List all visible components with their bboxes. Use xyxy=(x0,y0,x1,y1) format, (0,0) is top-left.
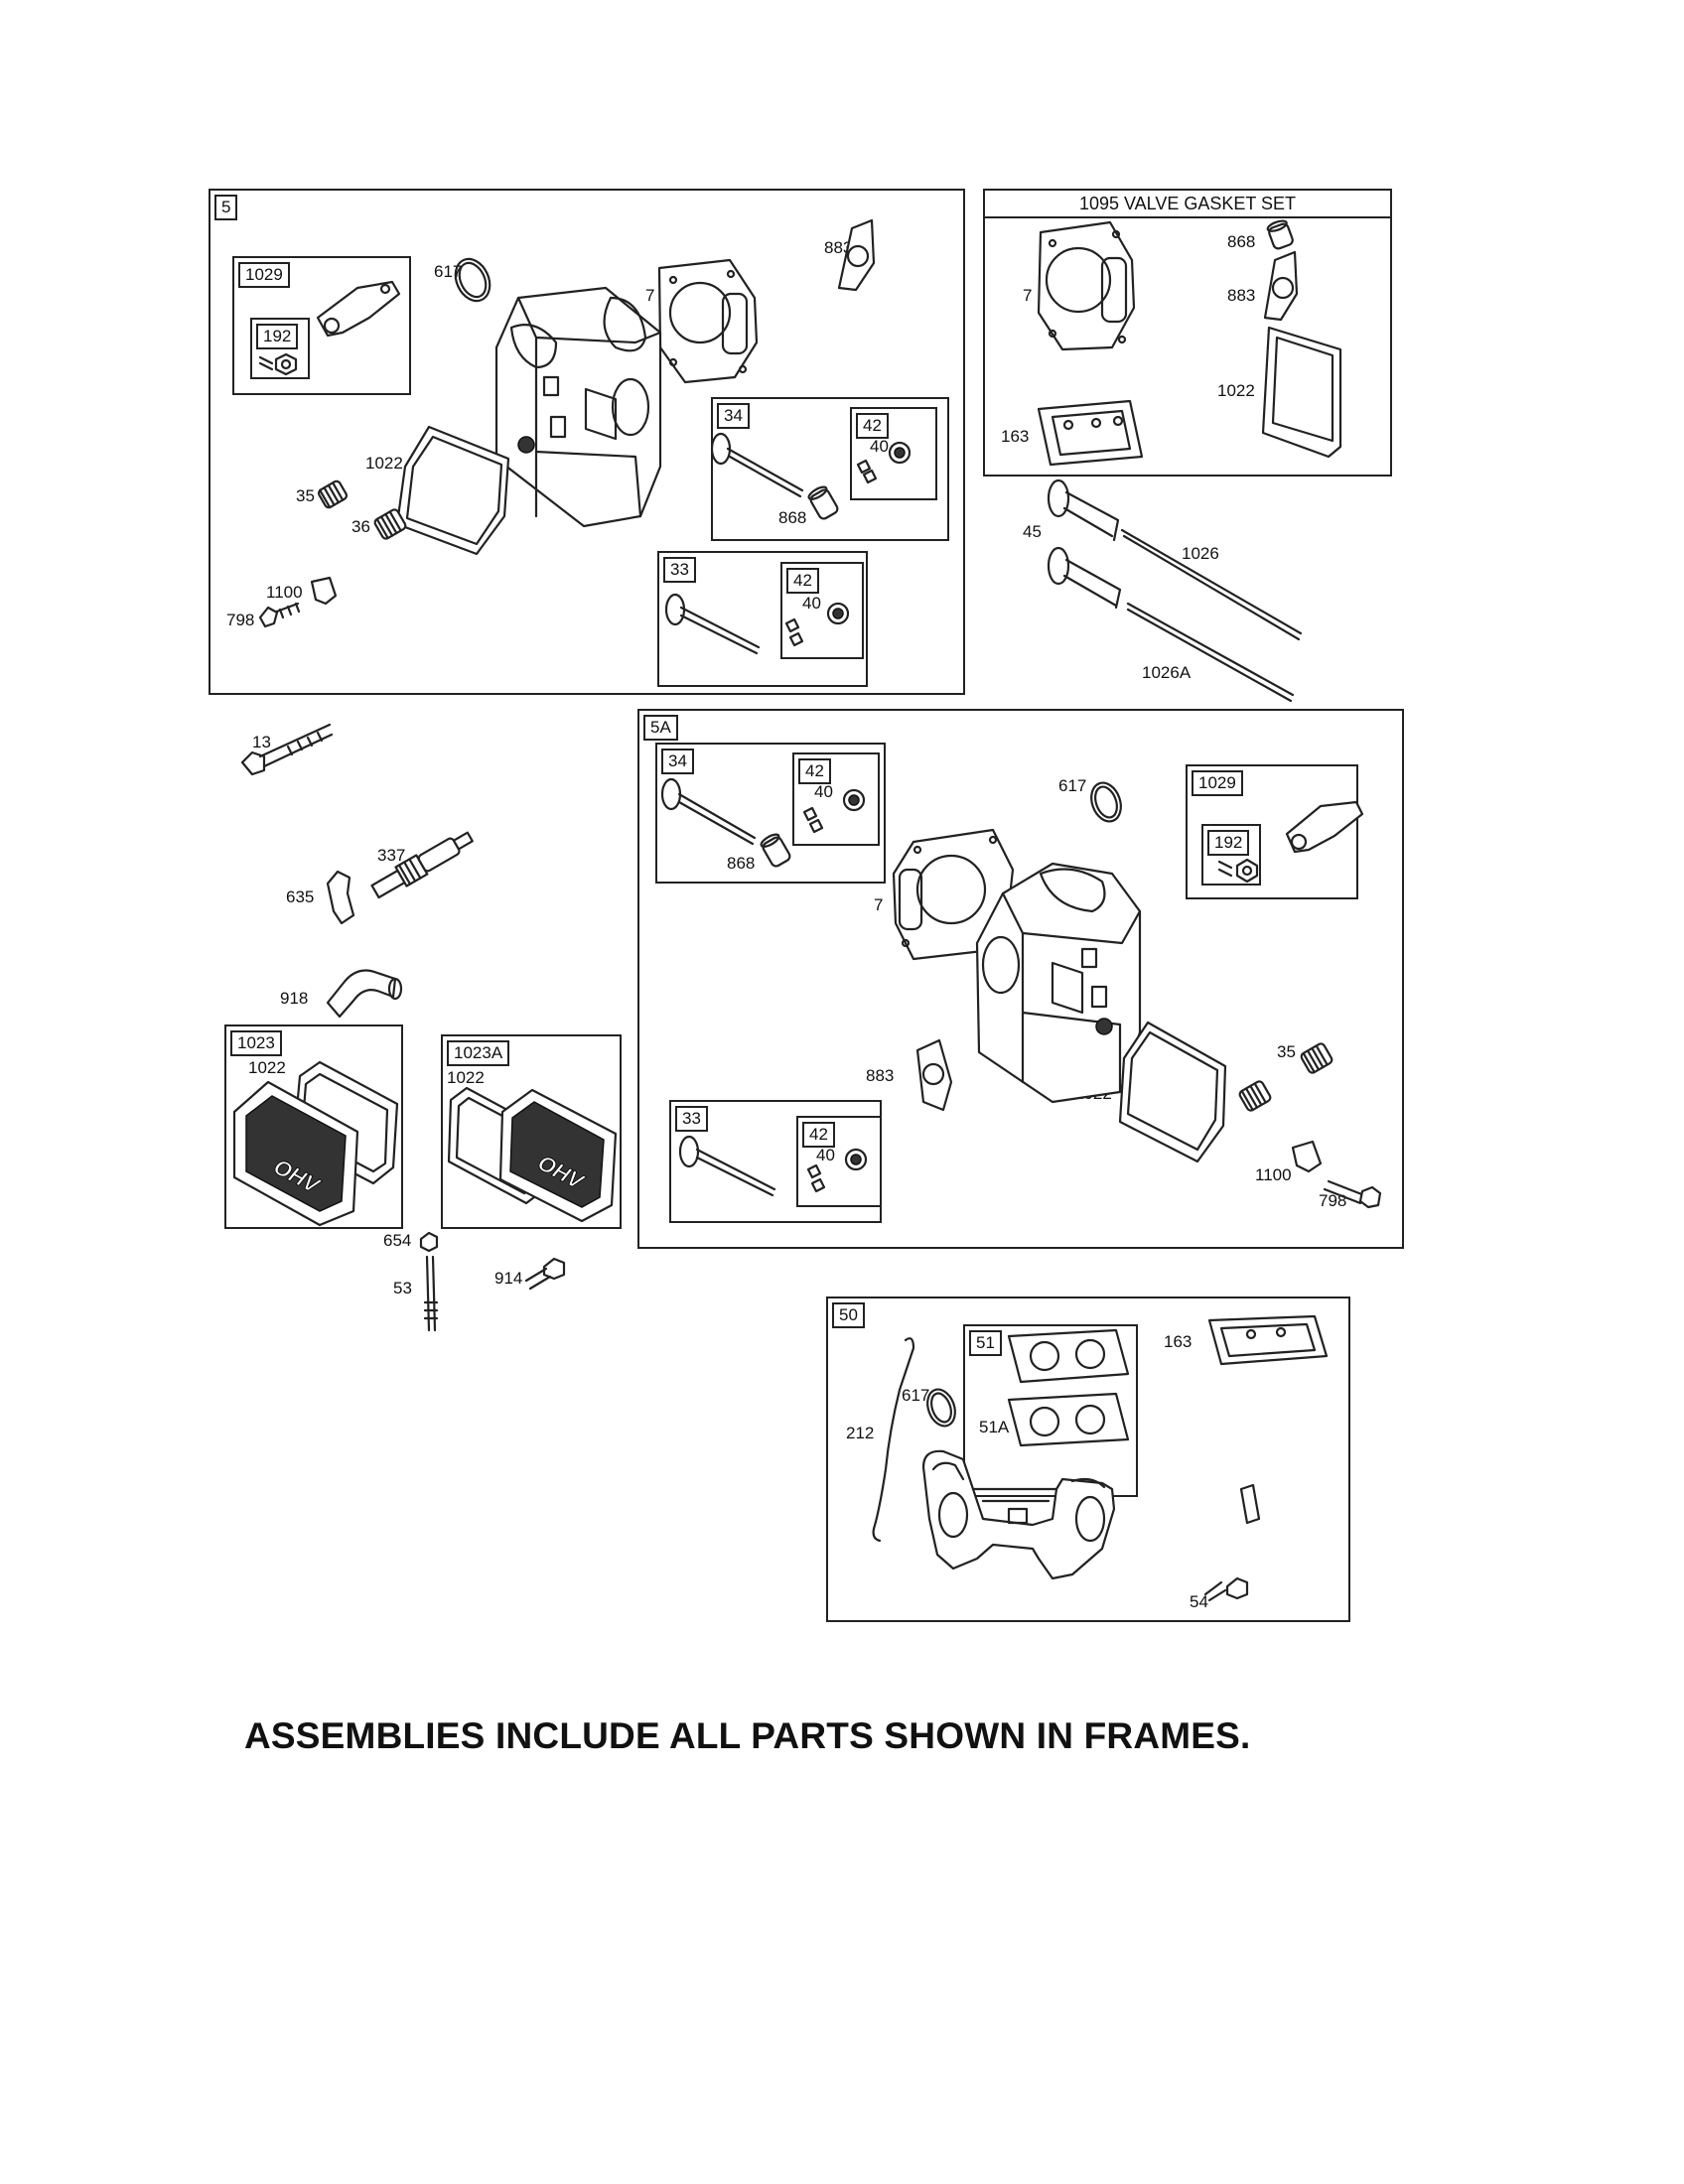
assembly-frame-42: 42 xyxy=(850,407,937,500)
assembly-frame-50: 50 xyxy=(826,1297,1350,1622)
frame-tag: 1023A xyxy=(447,1040,510,1066)
part-label-617: 617 xyxy=(902,1386,930,1405)
frame-tag: 33 xyxy=(675,1106,708,1132)
frame-tag: 42 xyxy=(798,758,831,784)
frame-tag: 1029 xyxy=(238,262,290,288)
part-label-45: 45 xyxy=(1023,522,1042,541)
part-label-13: 13 xyxy=(252,733,271,751)
part-label-7: 7 xyxy=(1023,286,1033,305)
assembly-frame-42: 42 xyxy=(796,1116,882,1207)
part-label-1026: 1026 xyxy=(1182,544,1219,563)
part-label-337: 337 xyxy=(377,846,406,865)
gasket-set-title: 1095 VALVE GASKET SET xyxy=(985,191,1390,218)
frame-tag: 192 xyxy=(1207,830,1250,856)
part-label-617: 617 xyxy=(1058,776,1087,795)
part-label-40: 40 xyxy=(816,1146,835,1164)
part-label-1022: 1022 xyxy=(447,1068,485,1087)
frame-tag: 50 xyxy=(832,1302,865,1328)
frame-tag: 1023 xyxy=(230,1030,282,1056)
part-label-1100: 1100 xyxy=(266,583,303,602)
part-label-40: 40 xyxy=(802,594,821,613)
frame-tag: 42 xyxy=(786,568,819,594)
part-label-53: 53 xyxy=(393,1279,412,1297)
part-label-868: 868 xyxy=(778,508,807,527)
assemblies-note: ASSEMBLIES INCLUDE ALL PARTS SHOWN IN FR… xyxy=(244,1715,1251,1756)
assembly-frame-5a: 5A xyxy=(637,709,1404,1249)
part-label-40: 40 xyxy=(814,782,833,801)
frame-tag: 34 xyxy=(717,403,750,429)
part-label-35: 35 xyxy=(296,486,315,505)
frame-tag: 1029 xyxy=(1192,770,1243,796)
part-label-654: 654 xyxy=(383,1231,412,1250)
part-label-883: 883 xyxy=(866,1066,895,1085)
part-label-163: 163 xyxy=(1164,1332,1193,1351)
part-label-1022: 1022 xyxy=(248,1058,286,1077)
frame-tag: 5 xyxy=(214,195,238,220)
part-label-1022: 1022 xyxy=(365,454,403,473)
part-label-868: 868 xyxy=(727,854,756,873)
part-label-798: 798 xyxy=(226,611,255,629)
frame-tag: 33 xyxy=(663,557,696,583)
part-label-1100: 1100 xyxy=(1255,1165,1292,1184)
assembly-frame-42: 42 xyxy=(792,752,880,846)
part-label-1022: 1022 xyxy=(1217,381,1255,400)
part-label-868: 868 xyxy=(1227,232,1256,251)
part-label-40: 40 xyxy=(870,437,889,456)
part-label-7: 7 xyxy=(645,286,655,305)
part-label-35: 35 xyxy=(1277,1042,1296,1061)
frame-tag: 192 xyxy=(256,324,299,349)
assembly-frame-192: 192 xyxy=(250,318,310,379)
part-label-36: 36 xyxy=(351,517,370,536)
assembly-frame-1023: 1023 xyxy=(224,1024,403,1229)
part-label-163: 163 xyxy=(1001,427,1030,446)
part-label-51a: 51A xyxy=(979,1418,1010,1436)
part-label-883: 883 xyxy=(1227,286,1256,305)
part-label-7: 7 xyxy=(874,895,884,914)
assembly-frame-5: 5 xyxy=(209,189,965,695)
part-label-635: 635 xyxy=(286,887,315,906)
valve-gasket-set-frame: 1095 VALVE GASKET SET xyxy=(983,189,1392,477)
frame-tag: 42 xyxy=(802,1122,835,1148)
frame-tag: 42 xyxy=(856,413,889,439)
part-label-212: 212 xyxy=(846,1424,875,1442)
part-label-1026a: 1026A xyxy=(1142,663,1192,682)
part-label-918: 918 xyxy=(280,989,309,1008)
assembly-frame-1023a: 1023A xyxy=(441,1034,622,1229)
part-label-54: 54 xyxy=(1190,1592,1208,1611)
part-label-883: 883 xyxy=(824,238,853,257)
frame-tag: 34 xyxy=(661,749,694,774)
frame-tag: 51 xyxy=(969,1330,1002,1356)
part-label-914: 914 xyxy=(494,1269,523,1288)
frame-tag: 5A xyxy=(643,715,678,741)
